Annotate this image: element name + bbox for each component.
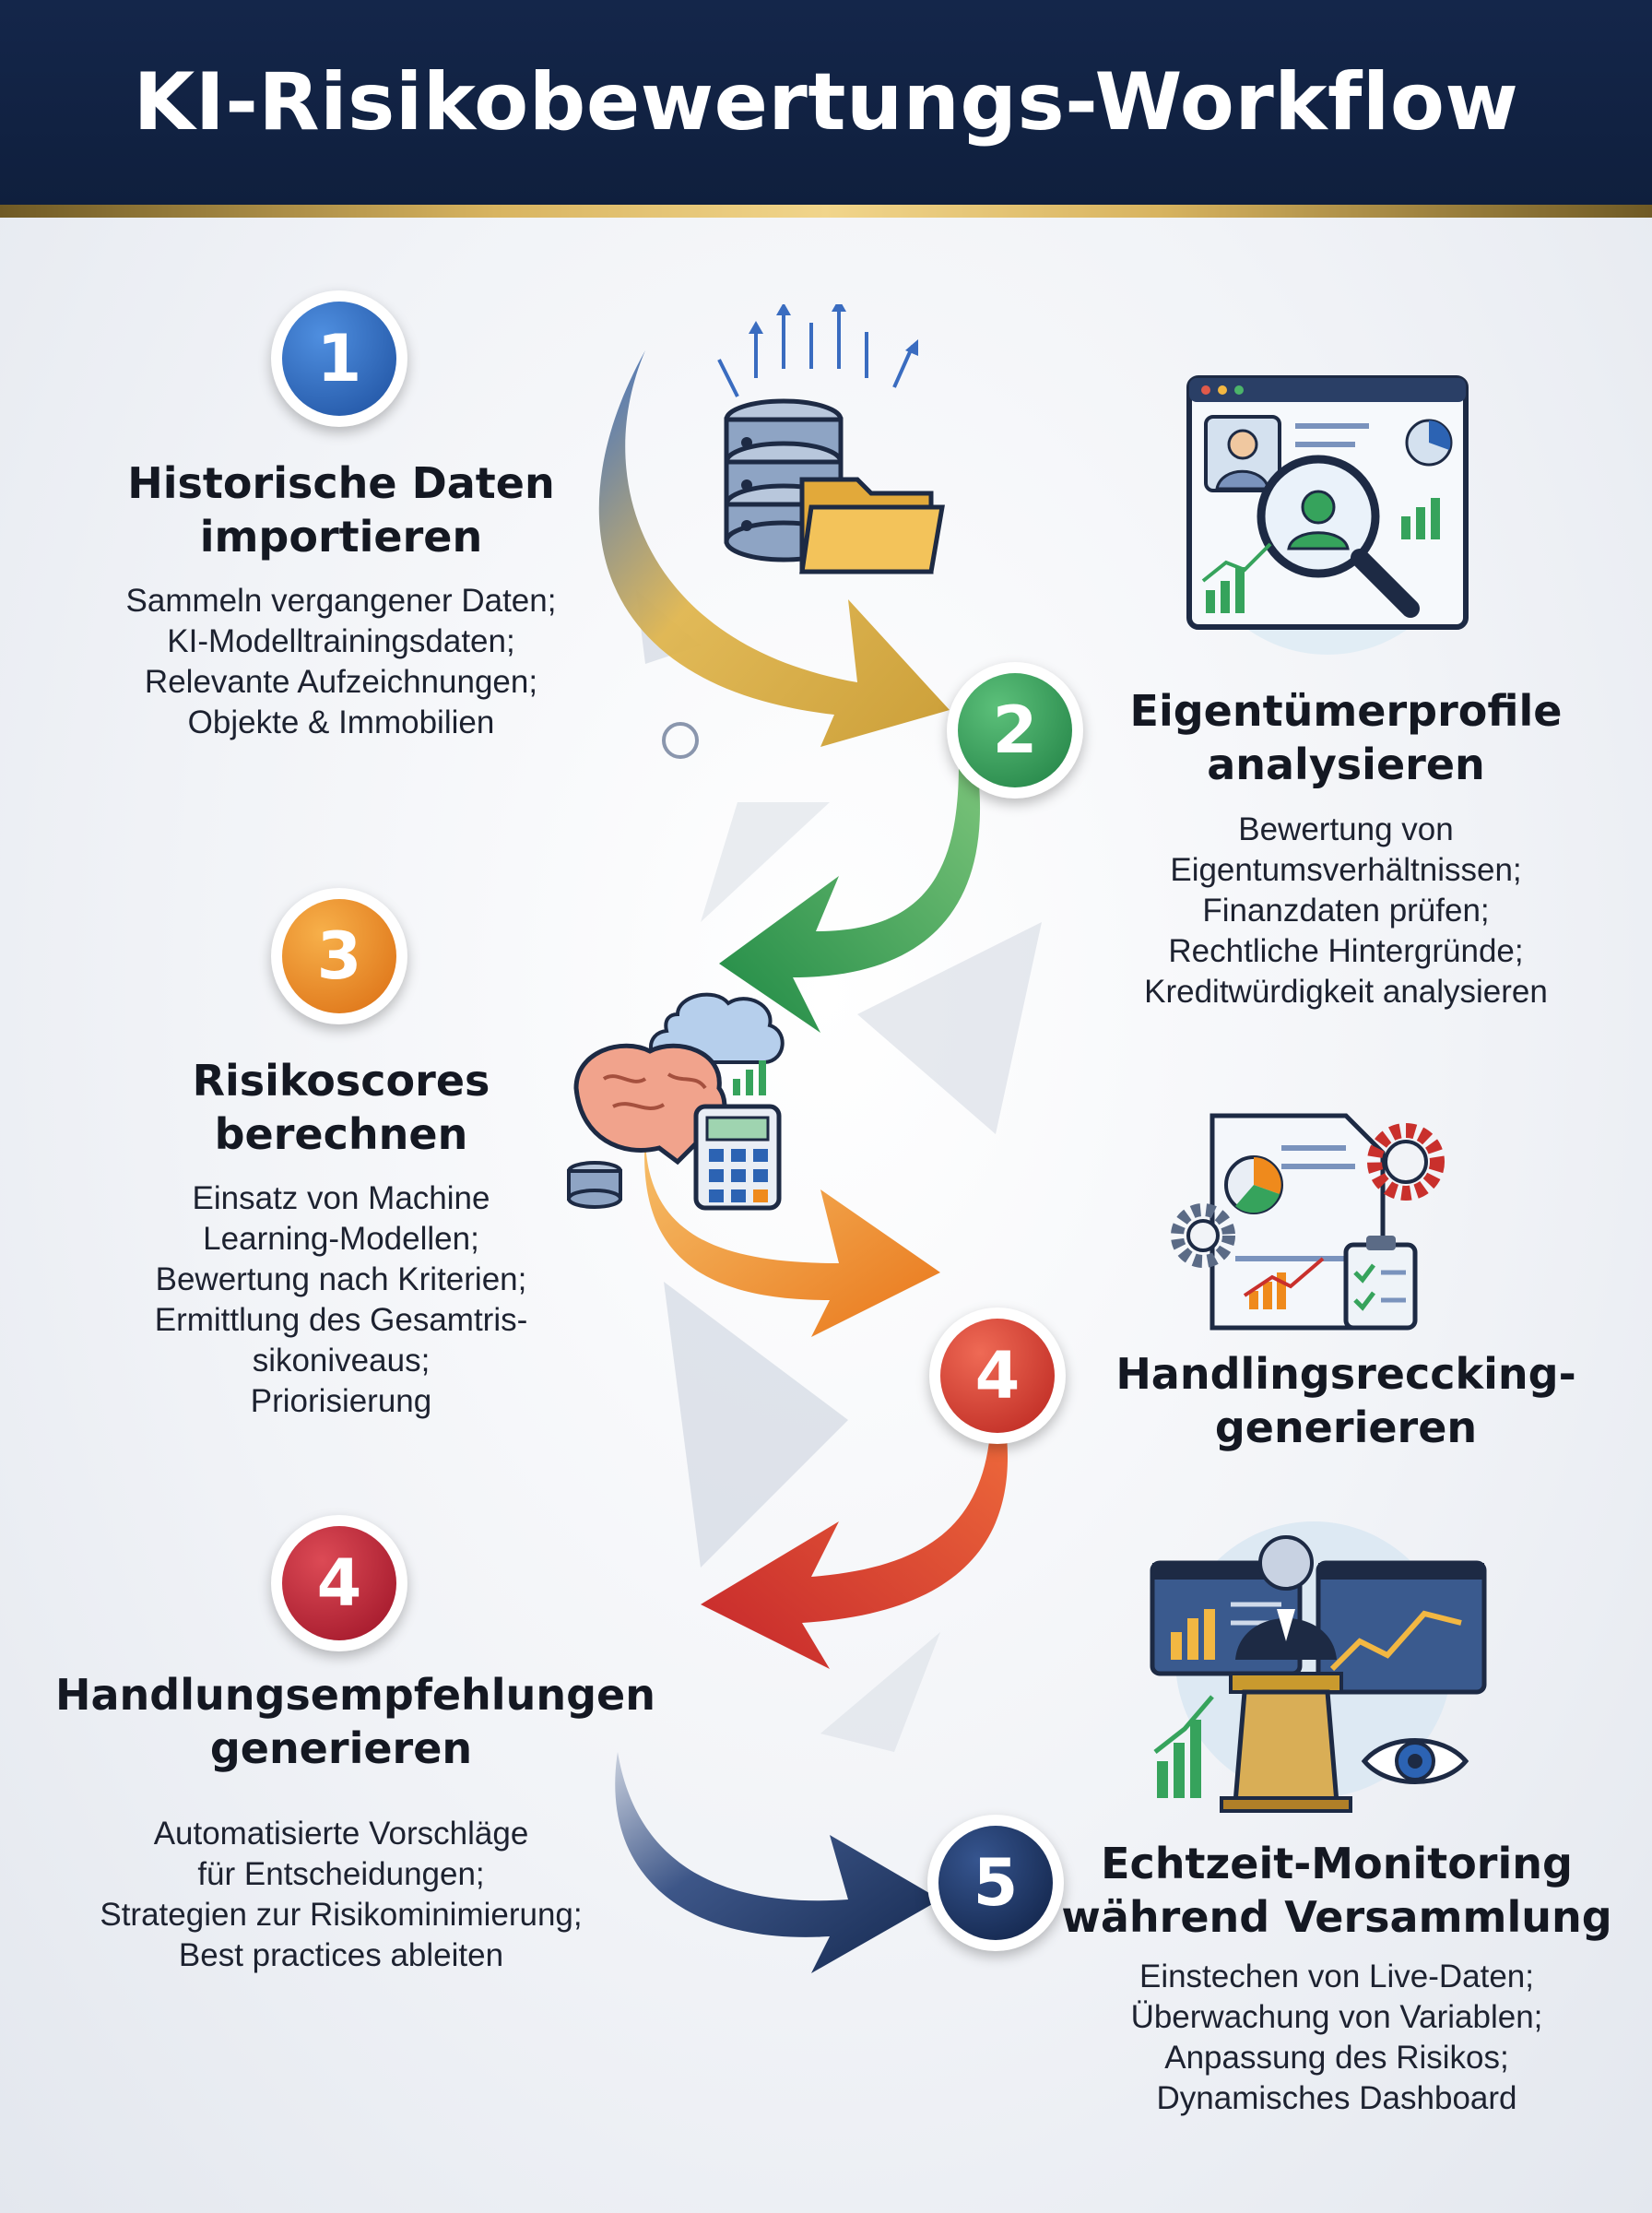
step-5-title: Echtzeit-Monitoring während Versammlung bbox=[1060, 1837, 1613, 1944]
step-3-desc-line: sikoniveaus; bbox=[252, 1343, 431, 1379]
arrow-1-to-2 bbox=[598, 350, 950, 747]
step-1-title-line: importieren bbox=[199, 512, 483, 562]
step-2-title-line: Eigentümerprofile bbox=[1129, 686, 1563, 736]
decor-triangle bbox=[701, 802, 830, 922]
step-5-description: Einstechen von Live-Daten; Überwachung v… bbox=[1060, 1957, 1613, 2119]
step-1-title: Historische Daten importieren bbox=[74, 456, 608, 563]
header-bar: KI-Risikobewertungs-Workflow bbox=[0, 0, 1652, 205]
report-gears-icon bbox=[1171, 1113, 1445, 1331]
step-3-title-line: berechnen bbox=[214, 1109, 468, 1159]
step-5-badge: 5 bbox=[927, 1815, 1064, 1951]
step-4-number: 4 bbox=[940, 1319, 1055, 1433]
step-1-desc-line: Objekte & Immobilien bbox=[187, 704, 495, 740]
step-1-badge: 1 bbox=[271, 290, 407, 427]
step-3-title: Risikoscores berechnen bbox=[74, 1054, 608, 1161]
decor-triangle bbox=[664, 1282, 848, 1568]
step-2-title-line: analysieren bbox=[1207, 740, 1485, 789]
step-4b-number: 4 bbox=[282, 1526, 396, 1640]
step-4-badge: 4 bbox=[929, 1308, 1066, 1444]
decor-triangle bbox=[857, 922, 1042, 1134]
step-2-number: 2 bbox=[958, 673, 1072, 787]
step-5-desc-line: Überwachung von Variablen; bbox=[1130, 1999, 1543, 2035]
step-5-title-line: Echtzeit-Monitoring bbox=[1101, 1839, 1573, 1888]
header-gold-line bbox=[0, 205, 1652, 218]
step-4b-desc-line: Strategien zur Risikominimierung; bbox=[100, 1897, 583, 1933]
step-3-badge: 3 bbox=[271, 888, 407, 1024]
step-3-desc-line: Ermittlung des Gesamtris- bbox=[154, 1302, 528, 1338]
step-4-title-line: generieren bbox=[1214, 1402, 1478, 1452]
step-5-desc-line: Anpassung des Risikos; bbox=[1164, 2040, 1509, 2076]
step-4b-badge: 4 bbox=[271, 1515, 407, 1651]
step-2-description: Bewertung von Eigentumsverhältnissen; Fi… bbox=[1069, 810, 1622, 1012]
step-1-desc-line: Sammeln vergangener Daten; bbox=[125, 583, 557, 619]
profile-magnifier-icon bbox=[1186, 375, 1469, 655]
step-4b-title: Handlungsempfehlungen generieren bbox=[55, 1668, 655, 1775]
decor-triangle bbox=[820, 1632, 940, 1752]
step-2-desc-line: Rechtliche Hintergründe; bbox=[1168, 933, 1524, 969]
step-3-desc-line: Einsatz von Machine bbox=[192, 1180, 490, 1216]
step-2-desc-line: Finanzdaten prüfen; bbox=[1202, 893, 1490, 929]
step-4b-desc-line: für Entscheidungen; bbox=[197, 1856, 485, 1892]
arrow-3-to-4 bbox=[644, 1134, 940, 1337]
database-folder-icon bbox=[717, 304, 945, 574]
step-3-desc-line: Bewertung nach Kriterien; bbox=[155, 1261, 527, 1297]
step-5-title-line: während Versammlung bbox=[1061, 1892, 1612, 1942]
step-3-desc-line: Learning-Modellen; bbox=[203, 1221, 479, 1257]
step-1-title-line: Historische Daten bbox=[127, 458, 555, 508]
step-3-title-line: Risikoscores bbox=[192, 1056, 490, 1106]
step-4-title-line: Handlingsreccking- bbox=[1115, 1349, 1576, 1399]
presenter-dashboard-icon bbox=[1150, 1521, 1487, 1813]
step-5-desc-line: Einstechen von Live-Daten; bbox=[1139, 1959, 1535, 1994]
step-4b-desc-line: Best practices ableiten bbox=[178, 1937, 504, 1973]
step-2-badge: 2 bbox=[947, 662, 1083, 799]
step-1-number: 1 bbox=[282, 302, 396, 416]
arrow-2-to-3 bbox=[719, 765, 981, 1033]
step-4b-title-line: generieren bbox=[209, 1723, 473, 1773]
step-2-desc-line: Kreditwürdigkeit analysieren bbox=[1144, 974, 1548, 1010]
arrow-4-to-4b bbox=[701, 1420, 1009, 1669]
step-4b-description: Automatisierte Vorschläge für Entscheidu… bbox=[55, 1814, 627, 1976]
decor-circle bbox=[662, 722, 699, 759]
step-5-desc-line: Dynamisches Dashboard bbox=[1156, 2080, 1517, 2116]
step-3-description: Einsatz von Machine Learning-Modellen; B… bbox=[55, 1178, 627, 1422]
arrow-4b-to-5 bbox=[615, 1752, 940, 1973]
step-4b-title-line: Handlungsempfehlungen bbox=[55, 1670, 655, 1720]
page-title: KI-Risikobewertungs-Workflow bbox=[133, 56, 1519, 148]
step-2-desc-line: Eigentumsverhältnissen; bbox=[1170, 852, 1522, 888]
step-3-desc-line: Priorisierung bbox=[250, 1383, 432, 1419]
step-1-desc-line: Relevante Aufzeichnungen; bbox=[144, 664, 538, 700]
step-4-title: Handlingsreccking- generieren bbox=[1074, 1347, 1618, 1454]
step-5-number: 5 bbox=[938, 1826, 1053, 1940]
step-1-description: Sammeln vergangener Daten; KI-Modelltrai… bbox=[55, 581, 627, 743]
step-2-desc-line: Bewertung von bbox=[1238, 811, 1454, 847]
step-2-title: Eigentümerprofile analysieren bbox=[1088, 684, 1604, 791]
step-4b-desc-line: Automatisierte Vorschläge bbox=[153, 1816, 529, 1852]
step-3-number: 3 bbox=[282, 899, 396, 1013]
brain-calculator-icon bbox=[567, 992, 785, 1211]
step-1-desc-line: KI-Modelltrainingsdaten; bbox=[167, 623, 515, 659]
